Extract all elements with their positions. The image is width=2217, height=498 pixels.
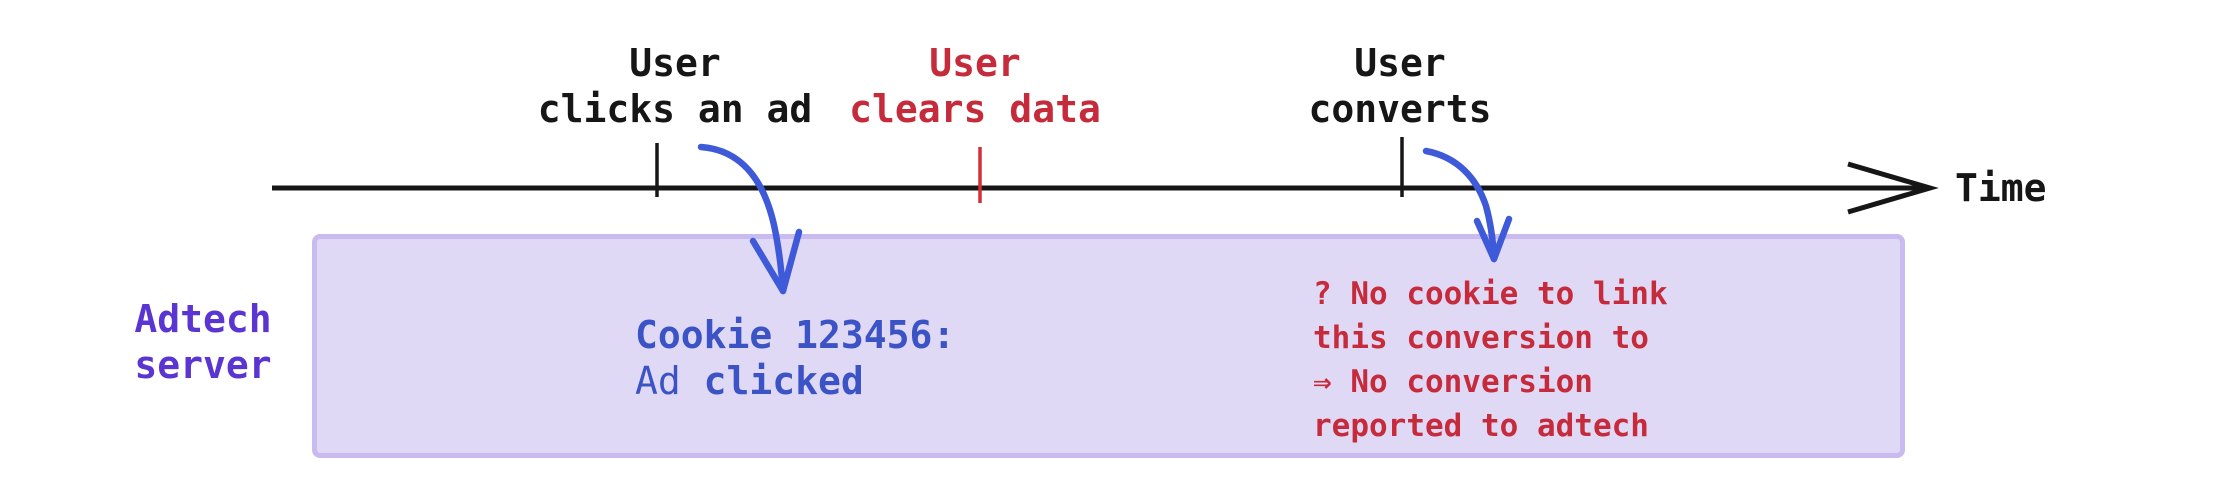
adtech-server-box xyxy=(312,234,1905,458)
event-label-user-clicks-ad: User clicks an ad xyxy=(537,41,813,131)
event-label-user-clears-data: User clears data xyxy=(849,41,1101,131)
cookie-note-line2-regular: Ad xyxy=(635,359,681,403)
event-label-user-converts: User converts xyxy=(1308,41,1492,131)
time-axis-arrowhead-icon xyxy=(1847,161,1939,215)
cookie-note-line2: Ad clicked xyxy=(635,358,955,404)
time-axis-label: Time xyxy=(1955,166,2047,210)
cookie-note: Cookie 123456: Ad clicked xyxy=(635,312,955,404)
cookie-note-line1: Cookie 123456: xyxy=(635,313,956,357)
no-cookie-note: ? No cookie to link this conversion to ⇒… xyxy=(1313,276,1668,444)
adtech-server-label: Adtech server xyxy=(134,297,272,387)
cookie-note-line2-bold: clicked xyxy=(703,359,864,403)
